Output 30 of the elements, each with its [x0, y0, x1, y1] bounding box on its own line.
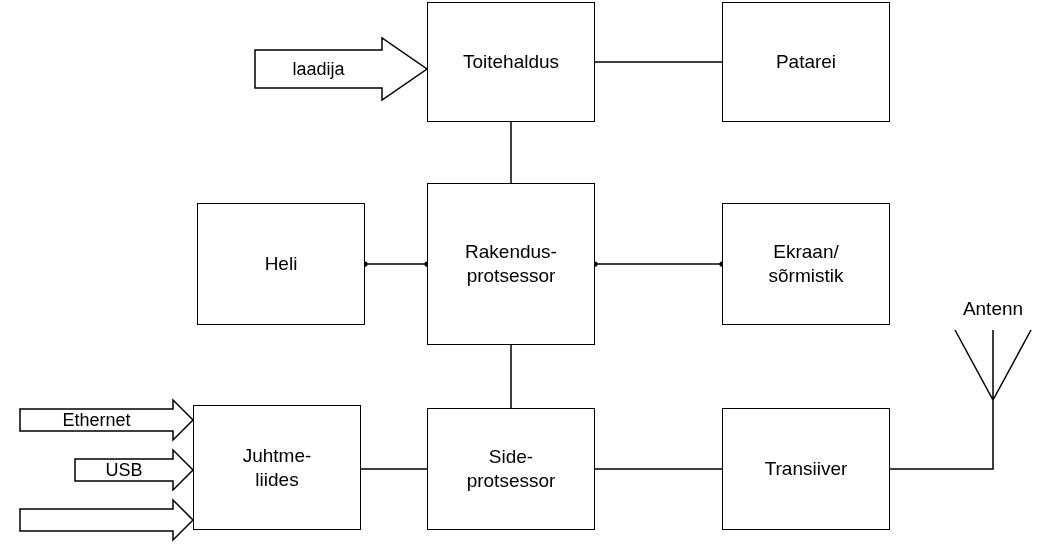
block-label: Side- protsessor: [465, 445, 557, 493]
block-arrow: [74, 448, 195, 492]
connector-line: [889, 399, 994, 470]
connector-line: [594, 468, 723, 470]
block-arrow: [19, 398, 195, 442]
block-label: Ekraan/ sõrmistik: [767, 240, 845, 288]
antenna-label: Antenn: [961, 298, 1025, 320]
block-label: Patarei: [775, 50, 837, 74]
connector-line: [510, 121, 512, 184]
block-box: [427, 408, 595, 530]
block-box: [197, 203, 365, 325]
edge-label: laadija: [291, 57, 346, 81]
block-box: [722, 203, 890, 325]
block-box: [427, 183, 595, 345]
block-box: [193, 405, 361, 530]
block-label: Juhtme- liides: [241, 443, 313, 492]
block-label: Transiiver: [764, 457, 848, 481]
block-arrow: [254, 36, 429, 102]
edge-label: Ethernet: [61, 410, 132, 430]
block-box: [427, 2, 595, 122]
block-label: Toitehaldus: [462, 50, 560, 74]
block-label: Rakendus- protsessor: [464, 240, 558, 288]
block-arrow: [19, 498, 195, 542]
block-box: [722, 2, 890, 122]
connector-line: [594, 61, 723, 63]
block-box: [722, 408, 890, 530]
block-label: Heli: [264, 252, 298, 276]
connector-line: [510, 344, 512, 409]
connector-line: [360, 468, 428, 470]
edge-label: USB: [104, 460, 144, 480]
